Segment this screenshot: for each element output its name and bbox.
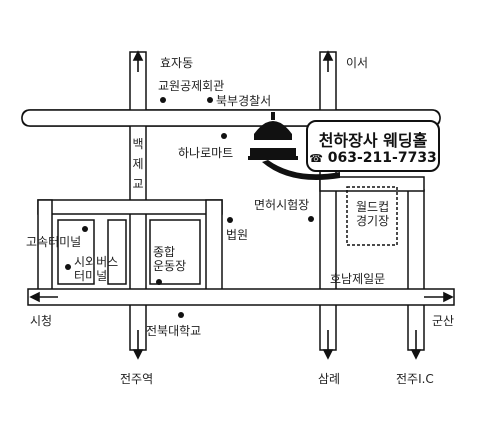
road-label-hyojadong: 효자동	[160, 56, 194, 70]
landmark-label-license: 면허시험장	[254, 198, 310, 212]
arrow-down-jeonju-ic	[410, 349, 422, 360]
landmark-label-cbnu: 전북대학교	[146, 324, 202, 338]
road-label-jeonju-ic: 전주I.C	[396, 372, 434, 386]
landmark-label-honam: 호남제일문	[330, 272, 386, 286]
road-label-cityhall: 시청	[30, 314, 53, 328]
arrow-right-gunsan	[443, 291, 454, 303]
road-label-iseo: 이서	[346, 56, 369, 70]
road-label-gunsan: 군산	[432, 314, 455, 328]
landmark-label-bus-terminal: 시외버스 터미널	[74, 255, 119, 283]
arrow-up-iseo	[322, 50, 334, 61]
arrows	[29, 50, 454, 360]
landmark-dot-license	[308, 216, 314, 222]
landmark-dot-teachers-hall	[160, 97, 166, 103]
landmark-label-sports: 종합 운동장	[153, 245, 187, 273]
landmark-label-hanaro: 하나로마트	[178, 146, 234, 160]
terminal-street	[107, 219, 127, 285]
venue-label-box: 천하장사 웨딩홀 ☎ 063-211-7733	[306, 120, 440, 172]
venue-name: 천하장사 웨딩홀	[318, 131, 428, 150]
road-center	[205, 199, 223, 296]
landmark-dot-bus-terminal	[65, 264, 71, 270]
arrow-down-samrye	[322, 349, 334, 360]
terminal-block	[57, 219, 95, 285]
arrow-down-jeonju-station	[132, 349, 144, 360]
landmark-label-worldcup: 월드컵 경기장	[356, 200, 390, 228]
worldcup-stadium-box	[346, 186, 398, 246]
road-bottom	[27, 288, 455, 306]
road-label-samrye: 삼례	[318, 372, 341, 386]
landmark-dot-hanaro	[221, 133, 227, 139]
arrow-up-hyoja	[132, 50, 144, 61]
landmark-label-police: 북부경찰서	[216, 94, 272, 108]
blocks	[57, 186, 398, 285]
road-middle-right	[319, 176, 425, 192]
landmark-label-court: 법원	[226, 228, 249, 242]
street-label-baekje: 백제교	[132, 137, 144, 191]
landmark-dot-cbnu	[178, 312, 184, 318]
landmark-label-express-terminal: 고속터미널	[26, 235, 82, 249]
landmark-dot-police	[207, 97, 213, 103]
road-middle-left	[37, 199, 223, 215]
telephone-icon: ☎	[309, 152, 323, 165]
landmark-dot-sports	[156, 279, 162, 285]
arrow-left-cityhall	[29, 291, 40, 303]
intersections	[39, 111, 423, 304]
venue-phone: 063-211-7733	[327, 150, 437, 166]
venue-phone-line: ☎ 063-211-7733	[308, 150, 438, 166]
landmark-label-teachers-hall: 교원공제회관	[158, 79, 225, 93]
venue-building-icon	[248, 112, 298, 160]
landmark-dot-court	[227, 217, 233, 223]
road-label-jeonju-station: 전주역	[120, 372, 154, 386]
road-jeonju-ic	[407, 189, 425, 351]
sports-complex-block	[149, 219, 201, 285]
venue-swoosh	[262, 160, 340, 180]
landmark-dot-express-terminal	[82, 226, 88, 232]
